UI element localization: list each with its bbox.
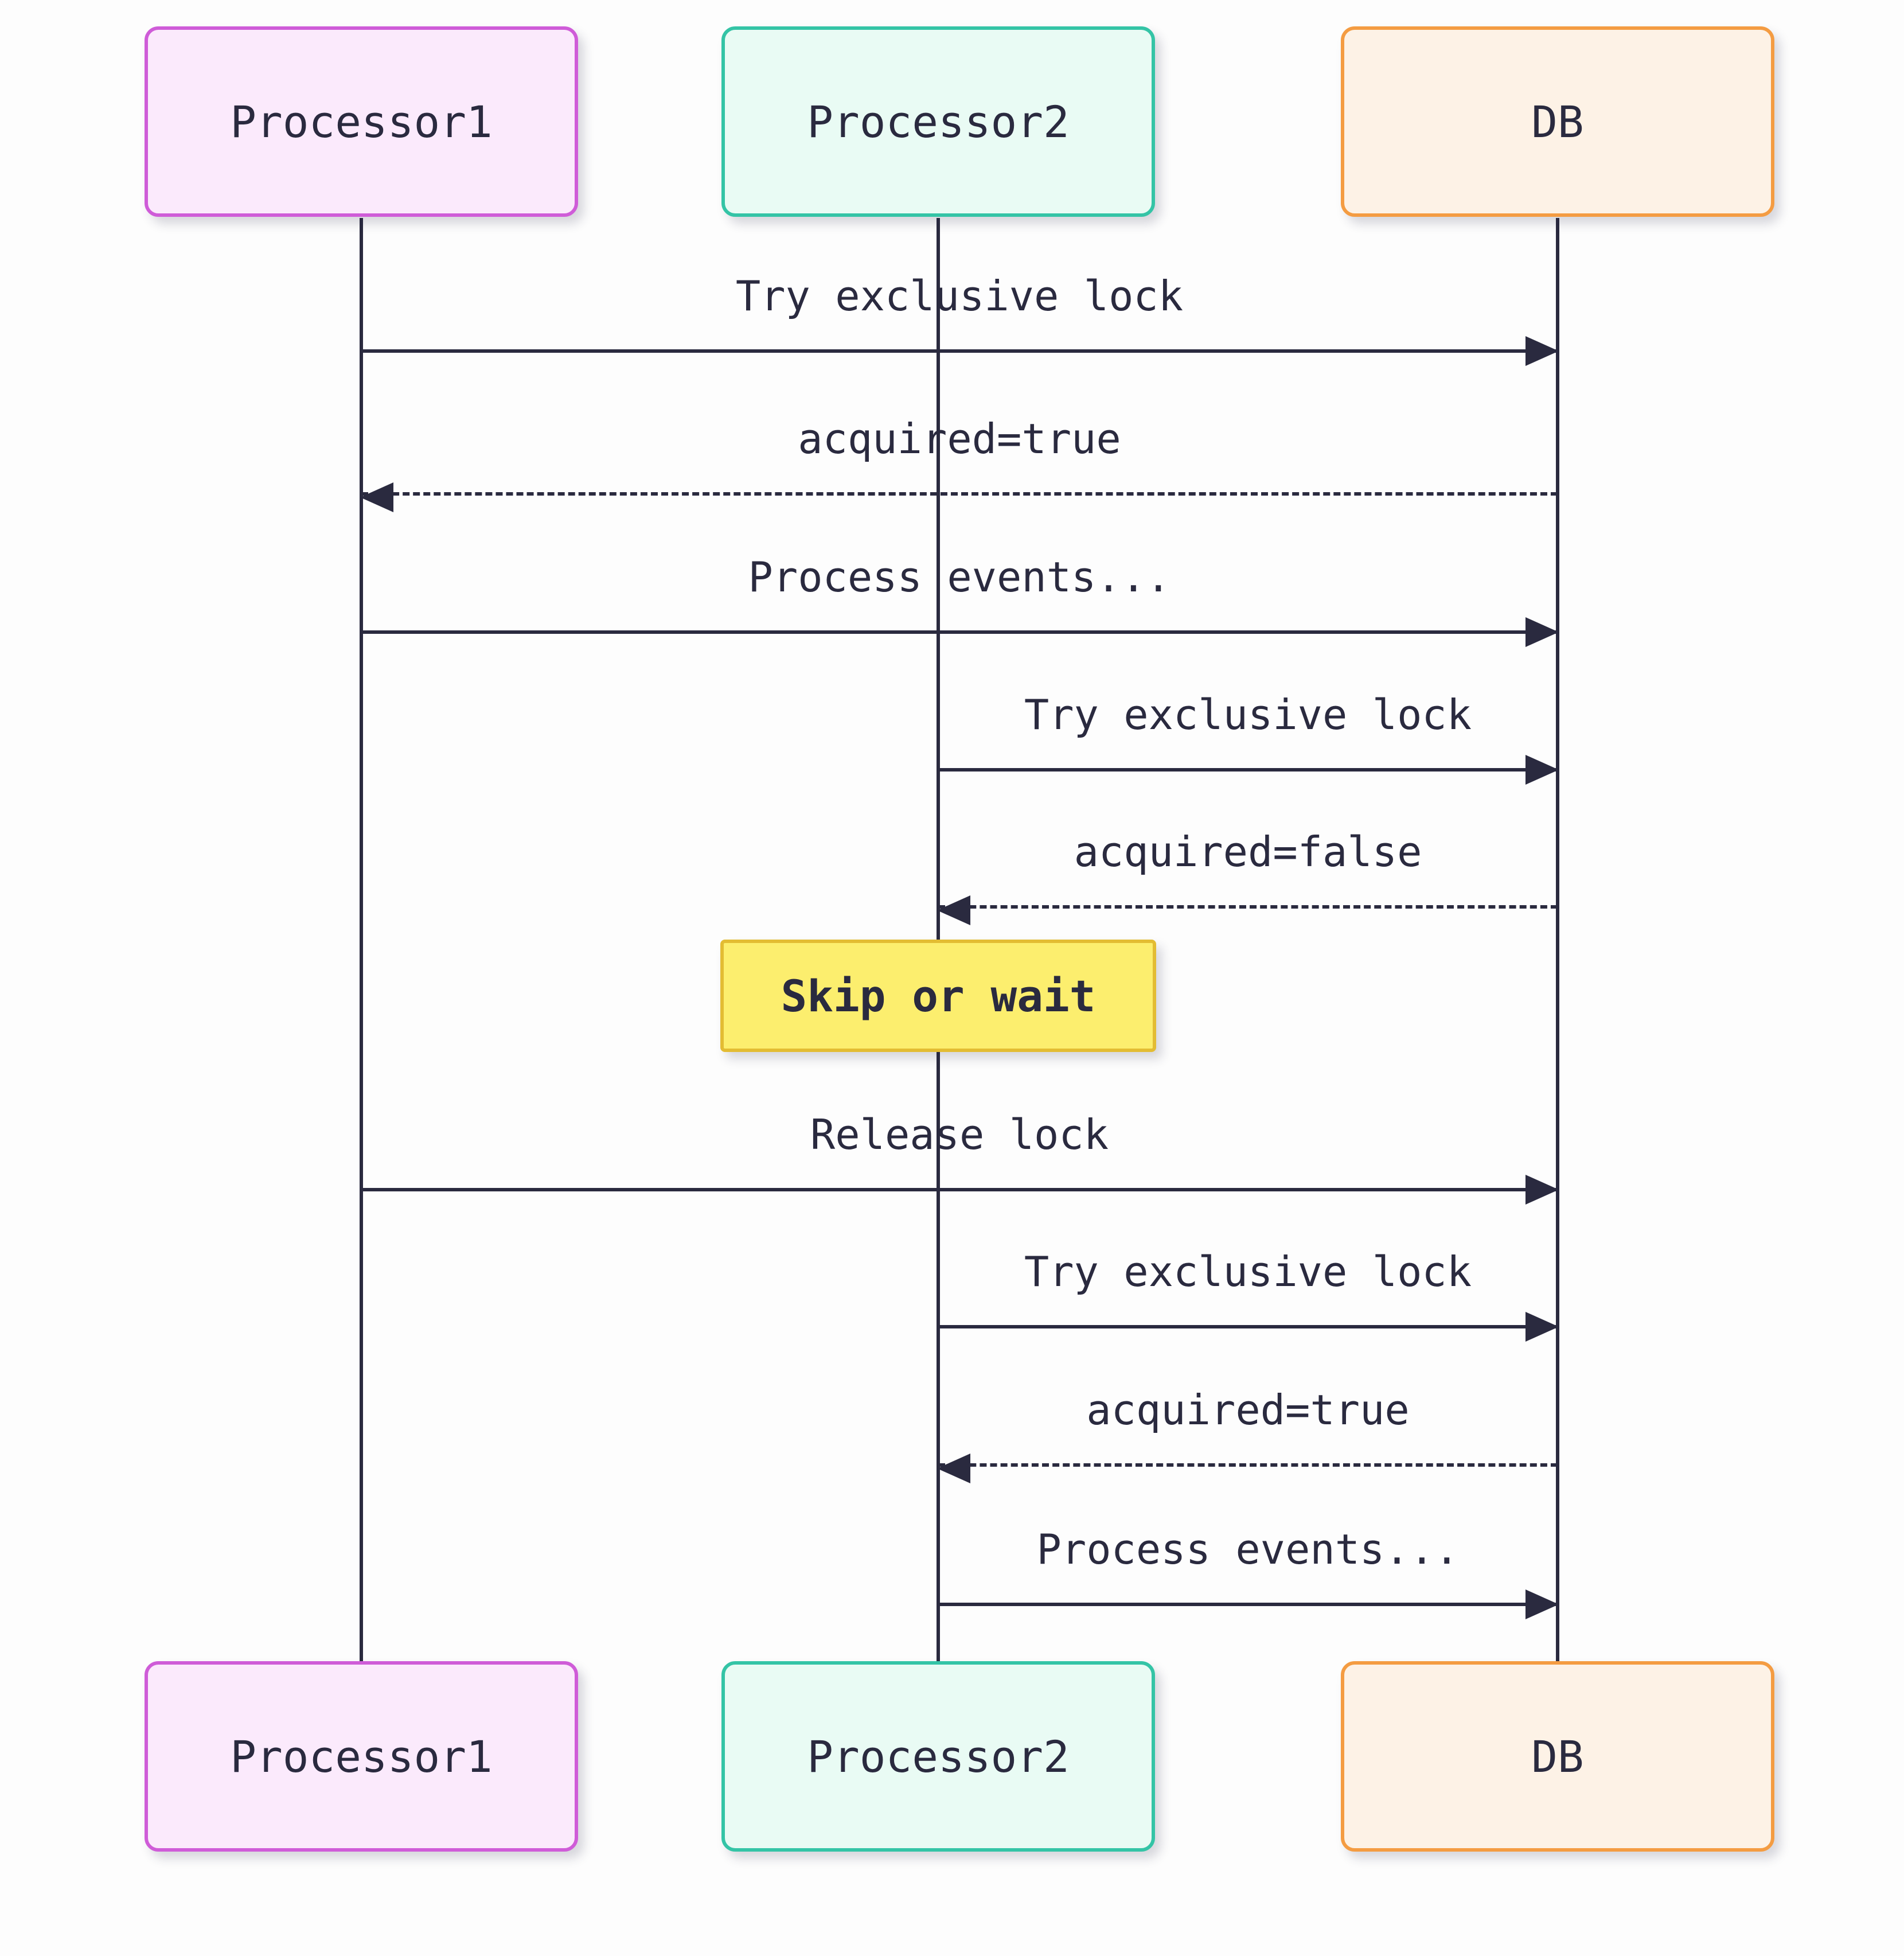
message-label: Try exclusive lock [1024,1248,1472,1296]
actor-box-processor2-bottom: Processor2 [721,1661,1155,1852]
message-label: acquired=false [1074,828,1422,876]
actor-label: Processor2 [807,1731,1070,1782]
actor-label: DB [1531,1731,1584,1782]
arrowhead-right-icon [1525,1589,1559,1619]
message-label: Try exclusive lock [1024,691,1472,739]
message-acquired-true-2: acquired=true [937,1385,1558,1483]
arrowhead-left-icon [937,1454,970,1483]
message-arrow-line [937,1454,1558,1483]
message-acquired-false: acquired=false [937,827,1558,925]
message-arrow-line [360,482,1558,512]
message-try-exclusive-lock-3: Try exclusive lock [938,1247,1559,1342]
lifeline-processor1 [360,218,363,1662]
note-label: Skip or wait [781,970,1096,1022]
message-release-lock: Release lock [361,1110,1559,1205]
message-try-exclusive-lock-2: Try exclusive lock [938,690,1559,785]
actor-label: Processor1 [230,1731,493,1782]
message-try-exclusive-lock-1: Try exclusive lock [361,271,1559,366]
arrowhead-left-icon [360,482,393,512]
arrowhead-right-icon [1525,617,1559,647]
message-arrow-line [937,895,1558,925]
message-process-events-1: Process events... [361,552,1559,647]
message-process-events-2: Process events... [938,1525,1559,1619]
message-label: acquired=true [798,415,1121,463]
actor-box-processor1-bottom: Processor1 [145,1661,578,1852]
actor-label: Processor1 [230,96,493,147]
message-label: Try exclusive lock [735,272,1184,320]
arrowhead-left-icon [937,895,970,925]
message-arrow-line [361,336,1559,366]
message-arrow-line [938,1589,1559,1619]
message-arrow-line [361,1175,1559,1205]
message-arrow-line [938,755,1559,785]
message-arrow-line [361,617,1559,647]
arrowhead-right-icon [1525,755,1559,785]
message-label: acquired=true [1086,1386,1410,1434]
actor-label: DB [1531,96,1584,147]
arrowhead-right-icon [1525,336,1559,366]
message-label: Process events... [748,553,1171,601]
message-label: Process events... [1036,1525,1460,1573]
message-arrow-line [938,1312,1559,1342]
arrowhead-right-icon [1525,1175,1559,1205]
lifeline-db [1556,218,1559,1662]
actor-box-db-bottom: DB [1341,1661,1774,1852]
note-skip-or-wait: Skip or wait [720,940,1156,1052]
actor-box-db-top: DB [1341,26,1774,217]
message-label: Release lock [810,1111,1109,1159]
message-acquired-true-1: acquired=true [360,414,1558,512]
actor-box-processor2-top: Processor2 [721,26,1155,217]
actor-label: Processor2 [807,96,1070,147]
arrowhead-right-icon [1525,1312,1559,1342]
actor-box-processor1-top: Processor1 [145,26,578,217]
